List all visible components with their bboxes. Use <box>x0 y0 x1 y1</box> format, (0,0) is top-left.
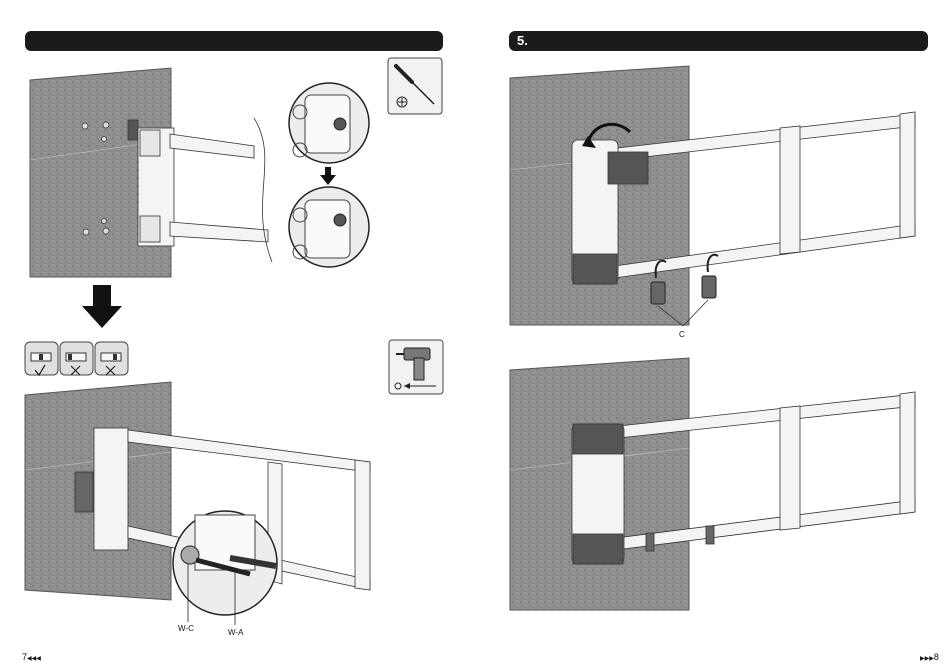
level-wrong-icon-1 <box>60 342 93 375</box>
label-part-c: C <box>679 330 685 339</box>
level-wrong-icon-2 <box>95 342 128 375</box>
zoom-detail-before <box>289 83 369 163</box>
screwdriver-icon <box>388 58 442 114</box>
zoom-detail-after <box>289 187 369 267</box>
label-washer: W-C <box>178 624 194 633</box>
bracket-top-left <box>128 120 268 246</box>
arrow-down-icon <box>320 167 336 185</box>
level-check-icon <box>25 342 58 375</box>
label-anchor: W-A <box>228 628 244 637</box>
page-number-right: ▶▶▶8 <box>920 652 939 662</box>
page-number-left: 7◀◀◀ <box>22 652 41 662</box>
big-arrow-down-icon <box>82 285 122 328</box>
drill-icon <box>389 340 443 394</box>
zoom-detail-anchor <box>173 511 277 625</box>
